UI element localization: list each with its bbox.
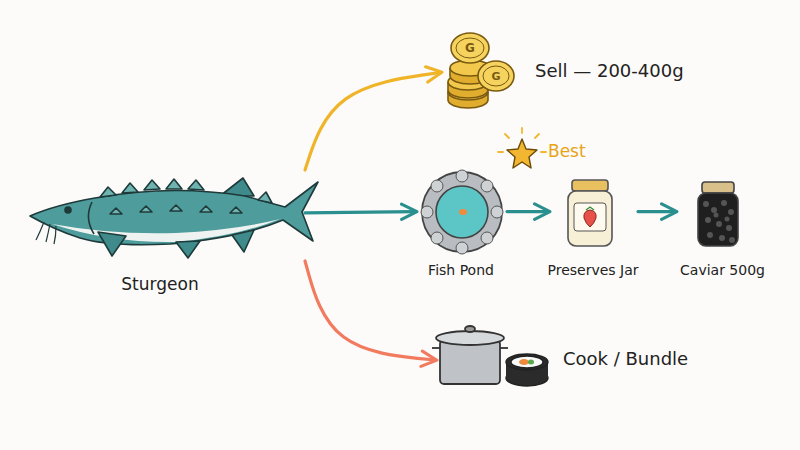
node-label: Caviar 500g — [665, 262, 780, 278]
flow-arrow — [305, 261, 435, 360]
fish-scutes — [100, 179, 272, 214]
node-label: Sell — 200-400g — [535, 60, 684, 81]
anal-fin — [232, 230, 254, 252]
sushi-roll-icon — [506, 354, 548, 386]
node-label: Fish Pond — [405, 262, 517, 278]
gold-coins-icon — [448, 33, 514, 108]
flow-arrow — [305, 212, 415, 213]
preserves-jar-icon — [568, 180, 612, 246]
fish-body — [30, 182, 318, 245]
pond-node: Fish Pond — [415, 172, 507, 282]
cook-node: Cook / Bundle — [435, 320, 700, 400]
jar-node: Preserves Jar — [548, 172, 638, 282]
caviar-jar-icon — [698, 182, 738, 246]
node-label: Sturgeon — [15, 274, 305, 294]
fish-pond-icon — [421, 170, 503, 254]
node-label: Preserves Jar — [533, 262, 653, 278]
coin-mark: G — [491, 71, 500, 82]
pelvic-fin — [176, 241, 200, 258]
sell-node: Sell — 200-400g — [440, 35, 690, 110]
coin-mark: G — [465, 42, 475, 54]
flow-arrow — [638, 210, 675, 213]
fish-eye — [65, 207, 71, 213]
node-label: Cook / Bundle — [563, 348, 688, 369]
cooking-pot-icon — [432, 326, 508, 384]
fish-barbels — [36, 222, 56, 244]
fish-node: Sturgeon — [15, 170, 305, 300]
highlight-label: Best — [548, 143, 586, 160]
best-star-icon — [498, 128, 546, 168]
gill-line — [88, 202, 94, 234]
flow-arrow — [305, 73, 440, 171]
sturgeon-illustration — [30, 178, 318, 258]
pectoral-fin — [98, 232, 126, 256]
caviar-node: Caviar 500g — [675, 172, 770, 282]
flow-arrow — [507, 210, 548, 213]
